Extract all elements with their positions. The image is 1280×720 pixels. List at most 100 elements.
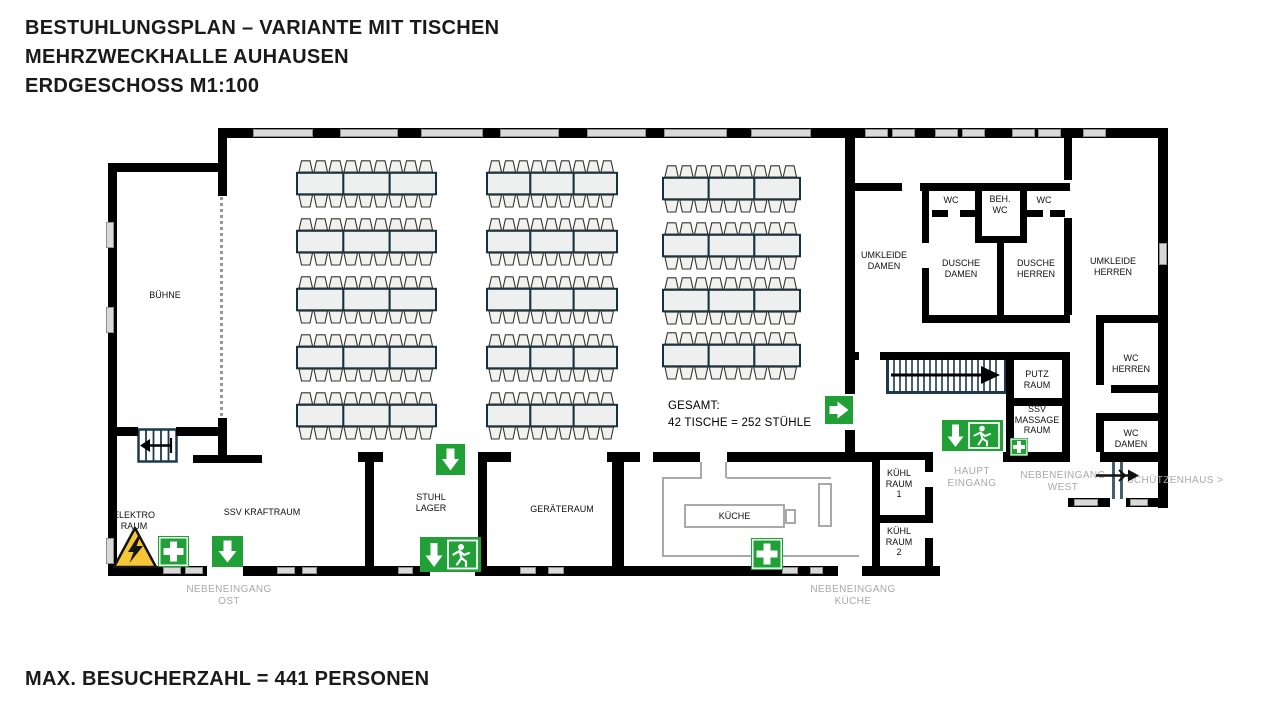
- wall: [997, 240, 1004, 318]
- max-visitors-note: MAX. BESUCHERZAHL = 441 PERSONEN: [25, 668, 430, 690]
- first-aid-icon-kraftraum: [158, 536, 189, 572]
- wall: [108, 566, 207, 576]
- wall: [243, 566, 430, 576]
- table-group: [296, 160, 437, 208]
- table-group: [486, 160, 618, 208]
- room-label-wc-2: WC: [1036, 195, 1052, 205]
- wall: [925, 487, 933, 523]
- room-label-beh-wc: BEH. WC: [989, 194, 1011, 215]
- window: [340, 129, 398, 137]
- wall: [1006, 398, 1068, 406]
- exit-arrow-down-icon-ost: [212, 536, 243, 572]
- wall: [932, 210, 948, 217]
- wall: [922, 268, 929, 318]
- room-label-buehne: BÜHNE: [149, 290, 181, 300]
- room-label-umkleide-herren: UMKLEIDE HERREN: [1089, 256, 1137, 277]
- wall: [960, 210, 975, 217]
- exit-arrow-right-icon-hall: [825, 396, 853, 429]
- wall: [922, 315, 1070, 323]
- room-label-wc-1: WC: [943, 195, 959, 205]
- wall: [108, 163, 117, 575]
- wall: [845, 138, 855, 394]
- window: [253, 129, 313, 137]
- entrance-label-schuetzenhaus: SCHÜTZENHAUS >: [1126, 475, 1224, 486]
- door-frame-schuetzenhaus: [1112, 462, 1115, 499]
- wall: [483, 452, 511, 462]
- wall: [1020, 191, 1027, 240]
- wall: [176, 427, 226, 436]
- kitchen-counter-line: [727, 477, 831, 479]
- table-group: [486, 334, 618, 382]
- room-label-stuhl-lager: STUHL LAGER: [415, 492, 447, 513]
- seating-summary-detail: 42 TISCHE = 252 STÜHLE: [668, 417, 812, 429]
- door-frame-schuetzenhaus: [1120, 462, 1123, 499]
- room-label-kueche: KÜCHE: [718, 511, 751, 521]
- wall: [727, 452, 845, 462]
- room-label-umkleide-damen: UMKLEIDE DAMEN: [860, 250, 908, 271]
- window: [421, 129, 483, 137]
- room-label-wc-herren: WC HERREN: [1111, 353, 1151, 374]
- room-label-ssv-massage-raum: SSV MASSAGE RAUM: [1014, 404, 1060, 435]
- kitchen-counter-line: [725, 462, 727, 478]
- kitchen-counter-line: [662, 477, 702, 479]
- kitchen-island-extension: [785, 509, 796, 524]
- wall: [1096, 413, 1160, 421]
- wall: [1100, 452, 1164, 462]
- wall: [653, 452, 700, 462]
- wall: [872, 452, 880, 574]
- room-label-dusche-damen: DUSCHE DAMEN: [941, 258, 981, 279]
- room-label-kuehl-raum-1: KÜHL RAUM 1: [885, 468, 913, 499]
- wall: [108, 427, 138, 436]
- wall: [218, 418, 227, 463]
- window: [163, 567, 181, 574]
- first-aid-icon-massage: [1010, 438, 1028, 461]
- wall: [108, 163, 227, 172]
- room-label-ssv-kraftraum: SSV KRAFTRAUM: [223, 507, 301, 517]
- wall: [1050, 210, 1065, 217]
- wall: [475, 566, 838, 576]
- wall: [845, 352, 859, 360]
- window: [664, 129, 727, 137]
- window: [1038, 129, 1061, 137]
- table-group: [296, 392, 437, 440]
- table-group: [486, 392, 618, 440]
- title-line-1: BESTUHLUNGSPLAN – VARIANTE MIT TISCHEN: [25, 17, 500, 39]
- wall: [850, 452, 878, 462]
- table-group: [296, 276, 437, 324]
- entrance-label-haupteingang: HAUPT EINGANG: [947, 466, 997, 489]
- wall: [975, 191, 982, 240]
- window: [1159, 243, 1167, 265]
- wall: [1158, 128, 1168, 508]
- table-group: [486, 218, 618, 266]
- wall: [845, 430, 855, 462]
- window: [106, 222, 114, 248]
- window: [106, 538, 114, 564]
- window: [1012, 129, 1035, 137]
- table-group: [662, 277, 802, 325]
- table-group: [662, 332, 802, 380]
- wall: [193, 455, 262, 463]
- window: [810, 567, 823, 574]
- kitchen-island: KÜCHE: [684, 504, 785, 528]
- window: [782, 567, 798, 574]
- wall: [218, 128, 227, 196]
- wall: [365, 452, 374, 574]
- window: [751, 129, 811, 137]
- title-line-3: ERDGESCHOSS M1:100: [25, 75, 260, 97]
- electrical-hazard-icon: [112, 526, 158, 575]
- table-group: [662, 165, 802, 213]
- wall: [1062, 352, 1070, 462]
- window: [892, 129, 915, 137]
- window: [1083, 129, 1106, 137]
- room-label-geraeteraum: GERÄTERAUM: [530, 504, 594, 514]
- wall: [1003, 452, 1065, 462]
- wall: [920, 183, 1070, 191]
- wall: [1096, 315, 1160, 323]
- window: [962, 129, 985, 137]
- first-aid-icon-kueche: [751, 538, 783, 575]
- room-label-kuehl-raum-2: KÜHL RAUM 2: [885, 526, 913, 557]
- entrance-label-nebeneingang-ost: NEBENEINGANG OST: [186, 584, 272, 607]
- table-group: [486, 276, 618, 324]
- title-line-2: MEHRZWECKHALLE AUHAUSEN: [25, 46, 349, 68]
- seating-summary-heading: GESAMT:: [668, 400, 720, 412]
